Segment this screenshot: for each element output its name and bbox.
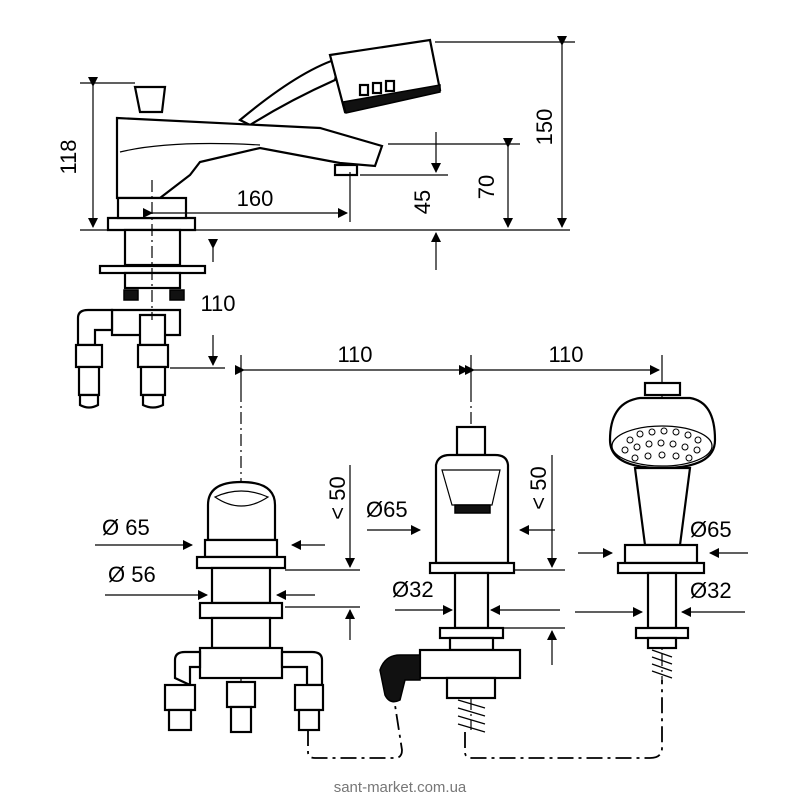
mixer-dimensions: Ø65 Ø32 < 50 — [366, 455, 565, 665]
dim-dia-56: Ø 56 — [108, 562, 156, 587]
dim-dia-65-left: Ø 65 — [102, 515, 150, 540]
dim-70: 70 — [474, 175, 499, 199]
knob — [133, 85, 167, 114]
dim-lt-50-mid: < 50 — [526, 466, 551, 509]
dim-110-left: 110 — [337, 342, 372, 367]
diverter-body — [163, 390, 325, 735]
dim-160: 160 — [237, 186, 274, 211]
spacing-dimensions: 110 110 — [235, 342, 663, 390]
dim-dia-65-mid: Ø65 — [366, 497, 408, 522]
dim-118: 118 — [56, 139, 81, 174]
shower-dimensions: Ø65 Ø32 — [575, 517, 748, 617]
dim-dia-65-right: Ø65 — [690, 517, 732, 542]
dim-lt-50-left: < 50 — [325, 476, 350, 519]
top-dimensions: 118 160 45 70 150 110 — [56, 36, 575, 369]
dim-110-depth: 110 — [200, 291, 235, 316]
aerator — [333, 163, 359, 177]
shower-handle — [238, 56, 342, 127]
dim-dia-32-right: Ø32 — [690, 578, 732, 603]
dim-150: 150 — [532, 109, 557, 146]
hoses — [307, 680, 663, 759]
side-view-mixer — [74, 38, 442, 409]
dim-dia-32-mid: Ø32 — [392, 577, 434, 602]
dim-45: 45 — [410, 190, 435, 214]
mixer-valve — [379, 390, 522, 733]
diverter-dimensions: Ø 65 Ø 56 < 50 — [95, 465, 360, 640]
watermark: sant-market.com.ua — [334, 779, 467, 796]
dim-110-right: 110 — [548, 342, 583, 367]
hand-shower — [608, 381, 717, 680]
